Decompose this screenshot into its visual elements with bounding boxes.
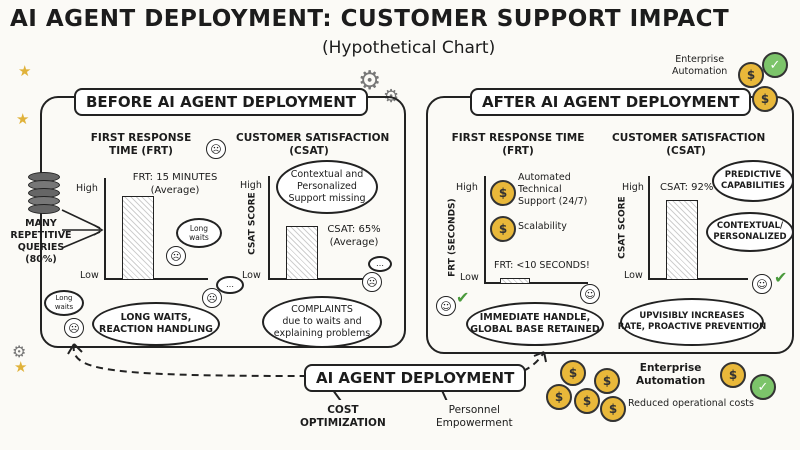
- after-csat-cloud2: CONTEXTUAL/ PERSONALIZED: [706, 212, 794, 252]
- after-frt-item2: Scalability: [518, 221, 567, 232]
- happy-face-icon: ☺: [580, 284, 600, 304]
- after-frt-high: High: [456, 182, 478, 193]
- after-frt-bar: [500, 278, 530, 284]
- after-frt-x-axis: [484, 282, 588, 284]
- sad-face-icon: ☹: [206, 139, 226, 159]
- after-csat-value: CSAT: 92%+: [660, 182, 722, 193]
- before-frt-low: Low: [80, 270, 99, 281]
- personnel-label: Personnel Empowerment: [436, 404, 513, 430]
- query-arrows: [61, 209, 104, 249]
- dollar-coin-icon: $: [752, 86, 778, 112]
- after-csat-caption: UPVISIBLY INCREASES RATE, PROACTIVE PREV…: [618, 298, 766, 346]
- dollar-coin-icon: $: [600, 396, 626, 422]
- before-csat-value: CSAT: 65% (Average): [327, 224, 381, 248]
- before-frt-title: FIRST RESPONSE TIME (FRT): [90, 132, 192, 158]
- coin-stack-icon: [28, 172, 60, 216]
- top-right-label: Enterprise Automation: [672, 54, 728, 77]
- before-csat-high: High: [240, 180, 262, 191]
- before-csat-y-axis: [268, 176, 270, 278]
- happy-face-icon: ☺: [436, 296, 456, 316]
- page-title: AI AGENT DEPLOYMENT: CUSTOMER SUPPORT IM…: [10, 6, 730, 32]
- sad-face-icon: ☹: [166, 246, 186, 266]
- before-frt-caption: LONG WAITS, REACTION HANDLING: [92, 302, 220, 346]
- dollar-coin-icon: $: [546, 384, 572, 410]
- after-frt-ylabel: FRT (SECONDS): [447, 198, 458, 277]
- dollar-coin-icon: $: [720, 362, 746, 388]
- before-csat-caption: COMPLAINTS due to waits and explaining p…: [262, 296, 382, 348]
- after-frt-y-axis: [484, 176, 486, 282]
- after-csat-high: High: [622, 182, 644, 193]
- star-icon: ★: [16, 110, 30, 128]
- side-bubble: Long waits: [44, 290, 84, 316]
- before-csat-ylabel: CSAT SCORE: [247, 192, 258, 255]
- before-frt-high: High: [76, 183, 98, 194]
- before-csat-bar: [286, 226, 318, 280]
- after-csat-low: Low: [624, 270, 643, 281]
- dots-bubble: …: [216, 276, 244, 294]
- check-icon: ✔: [456, 288, 470, 307]
- reduced-costs-label: Reduced operational costs: [628, 398, 754, 409]
- after-csat-ylabel: CSAT SCORE: [617, 196, 628, 259]
- after-csat-title: CUSTOMER SATISFACTION (CSAT): [612, 132, 766, 158]
- after-csat-y-axis: [648, 176, 650, 278]
- after-frt-caption: IMMEDIATE HANDLE, GLOBAL BASE RETAINED: [466, 302, 604, 346]
- check-icon: ✔: [774, 268, 788, 287]
- after-frt-item1: Automated Technical Support (24/7): [518, 172, 588, 207]
- before-csat-x-axis: [268, 278, 378, 280]
- before-frt-value: FRT: 15 MINUTES (Average): [132, 172, 218, 196]
- check-icon: ✓: [762, 52, 788, 78]
- before-frt-bubble: Long waits: [176, 218, 222, 248]
- after-frt-value: FRT: <10 SECONDS!: [494, 260, 590, 271]
- page-subtitle: (Hypothetical Chart): [322, 38, 496, 58]
- after-tag: AFTER AI AGENT DEPLOYMENT: [470, 88, 752, 116]
- before-tag: BEFORE AI AGENT DEPLOYMENT: [74, 88, 369, 116]
- before-frt-y-axis: [104, 178, 106, 278]
- after-frt-low: Low: [460, 272, 479, 283]
- check-icon: ✓: [750, 374, 776, 400]
- after-csat-bar: [666, 200, 698, 280]
- dollar-coin-icon: $: [574, 388, 600, 414]
- dots-bubble: …: [368, 256, 392, 272]
- before-frt-bar: [122, 196, 154, 280]
- dollar-coin-icon: $: [490, 216, 516, 242]
- sad-face-icon: ☹: [64, 318, 84, 338]
- before-csat-title: CUSTOMER SATISFACTION (CSAT): [236, 132, 390, 158]
- before-csat-low: Low: [242, 270, 261, 281]
- before-csat-cloud: Contextual and Personalized Support miss…: [276, 160, 378, 214]
- star-icon: ★: [14, 358, 28, 376]
- dollar-coin-icon: $: [490, 180, 516, 206]
- after-csat-x-axis: [648, 278, 748, 280]
- cost-optimization-label: COST OPTIMIZATION: [300, 404, 386, 430]
- after-csat-cloud1: PREDICTIVE CAPABILITIES: [712, 160, 794, 202]
- dollar-coin-icon: $: [594, 368, 620, 394]
- dollar-coin-icon: $: [560, 360, 586, 386]
- center-tag: AI AGENT DEPLOYMENT: [304, 364, 527, 392]
- happy-face-icon: ☺: [752, 274, 772, 294]
- enterprise-label: Enterprise Automation: [636, 362, 706, 388]
- dollar-coin-icon: $: [738, 62, 764, 88]
- gear-icon: ⚙: [12, 342, 27, 361]
- sad-face-icon: ☹: [202, 288, 222, 308]
- queries-label: MANY REPETITIVE QUERIES (80%): [10, 218, 72, 265]
- star-icon: ★: [18, 62, 32, 80]
- before-frt-x-axis: [104, 278, 208, 280]
- after-frt-title: FIRST RESPONSE TIME (FRT): [451, 132, 585, 158]
- sad-face-icon: ☹: [362, 272, 382, 292]
